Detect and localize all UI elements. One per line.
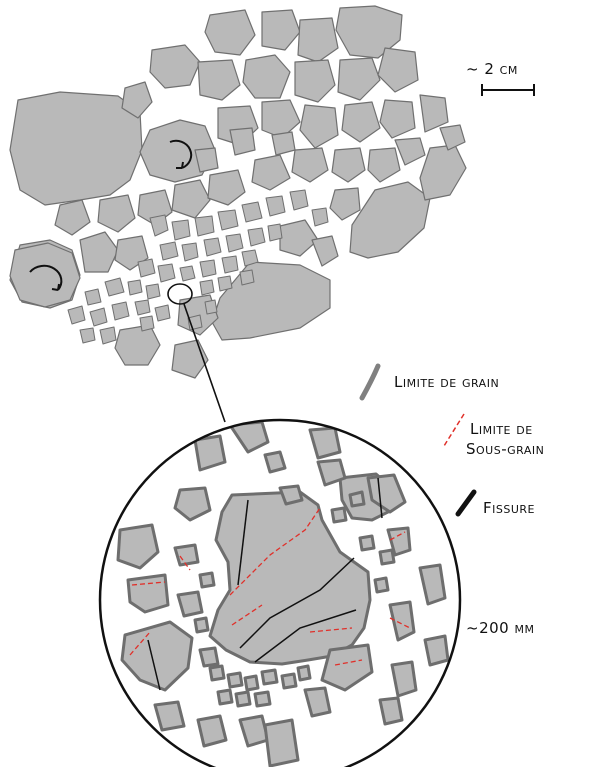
grain-boundary-symbol — [362, 366, 378, 398]
legend-grain-boundary-label: Limite de grain — [394, 373, 499, 391]
macro-aggregate — [10, 6, 466, 378]
large-grain — [350, 182, 430, 258]
subgrain-boundary-symbol — [444, 414, 464, 446]
legend-subgrain-boundary-label-line1: Limite de — [470, 420, 533, 438]
large-grain — [420, 145, 466, 200]
fracture-symbol — [458, 492, 474, 514]
legend-fracture-label: Fissure — [483, 499, 535, 517]
macro-scale-bar — [482, 84, 534, 96]
rotating-grain-2 — [10, 243, 80, 307]
macro-scale-label: ~ 2 cm — [466, 60, 518, 78]
legend-subgrain-boundary-label-line2: Sous-grain — [466, 440, 544, 458]
micro-scale-label: ~200 µm — [466, 619, 534, 637]
large-grain — [212, 262, 330, 340]
large-grain — [10, 92, 142, 205]
